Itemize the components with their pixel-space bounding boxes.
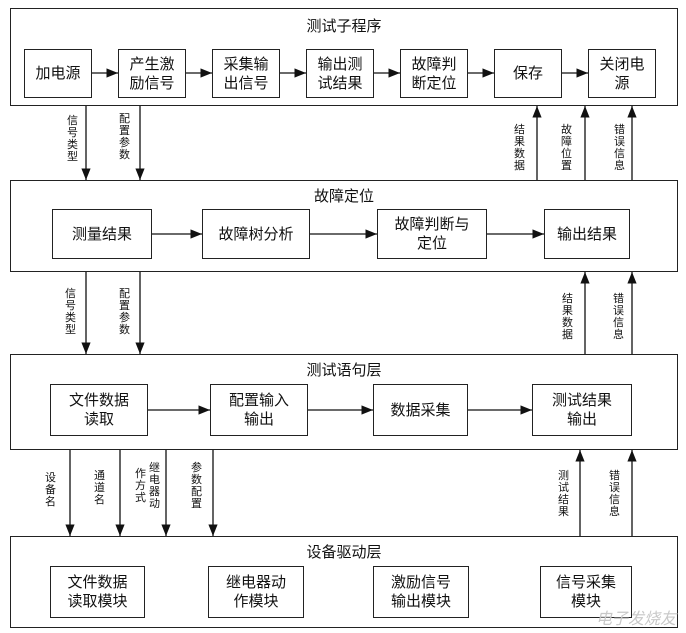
label-relay-action-b: 作方式 (135, 467, 146, 504)
box-measurement-result: 测量结果 (52, 209, 152, 259)
layer-title-test-statement: 测试语句层 (306, 361, 382, 379)
box-signal-acquisition-module: 信号采集 模块 (540, 566, 632, 618)
box-fault-tree-analysis: 故障树分析 (202, 209, 310, 259)
box-save: 保存 (494, 49, 562, 98)
box-file-data-read: 文件数据 读取 (50, 384, 148, 436)
box-power-off: 关闭电 源 (588, 49, 656, 98)
label-config-params-2: 配置参数 (119, 287, 130, 336)
label-error-info-1: 错误信息 (614, 123, 625, 172)
layer-title-test-subroutine: 测试子程序 (306, 17, 382, 35)
watermark: 电子发烧友 (595, 609, 676, 628)
label-device-name: 设备名 (45, 471, 56, 508)
layer-title-fault-location: 故障定位 (313, 187, 374, 205)
box-fault-judge-locate: 故障判断与 定位 (377, 209, 487, 259)
box-output-result: 输出结果 (544, 209, 630, 259)
box-collect-output: 采集输 出信号 (212, 49, 280, 98)
box-config-io: 配置输入 输出 (210, 384, 308, 436)
label-relay-action-a: 继电器动 (149, 461, 160, 510)
label-result-data-1: 结果数据 (514, 123, 525, 172)
label-fault-position-1: 故障位置 (561, 123, 572, 172)
box-stimulus-output-module: 激励信号 输出模块 (373, 566, 469, 618)
label-param-config: 参数配置 (191, 461, 202, 510)
label-test-result: 测试结果 (558, 469, 569, 518)
label-config-params-1: 配置参数 (119, 112, 130, 161)
box-relay-action-module: 继电器动 作模块 (208, 566, 304, 618)
label-result-data-2: 结果数据 (562, 292, 573, 341)
box-data-acquisition: 数据采集 (373, 384, 468, 436)
box-output-test-result: 输出测 试结果 (306, 49, 374, 98)
box-file-read-module: 文件数据 读取模块 (50, 566, 145, 618)
layer-title-device-driver: 设备驱动层 (306, 543, 382, 561)
label-signal-type-2: 信号类型 (65, 287, 76, 336)
box-generate-stimulus: 产生激 励信号 (118, 49, 186, 98)
label-error-info-3: 错误信息 (609, 469, 620, 518)
label-signal-type-1: 信号类型 (67, 114, 78, 163)
label-error-info-2: 错误信息 (613, 292, 624, 341)
box-test-result-output: 测试结果 输出 (532, 384, 632, 436)
box-fault-judgement: 故障判 断定位 (400, 49, 468, 98)
box-power-on: 加电源 (24, 49, 92, 98)
label-channel-name: 通道名 (94, 469, 105, 506)
